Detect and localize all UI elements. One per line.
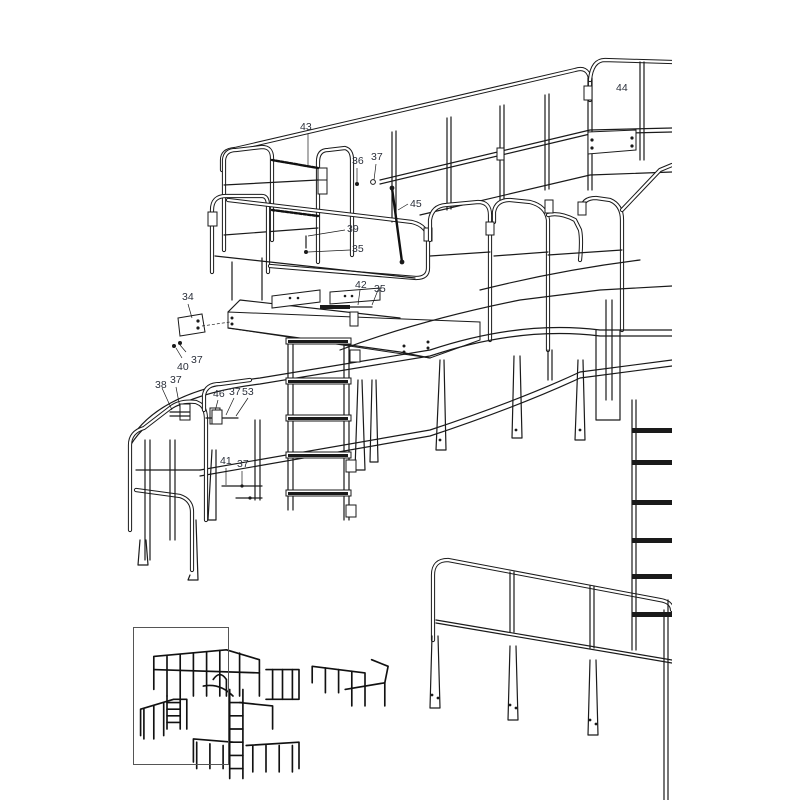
callout-41: 41: [220, 455, 232, 467]
callout-44: 44: [616, 82, 628, 94]
right-lower-guardrail: [429, 557, 672, 736]
callout-34: 34: [182, 291, 194, 303]
right-stair: [595, 299, 672, 800]
front-gate: [207, 185, 433, 281]
callout-37: 37: [170, 374, 182, 386]
callout-40: 40: [177, 361, 189, 373]
right-guardrail: [427, 162, 672, 353]
hardware-callouts: [161, 134, 409, 500]
callout-37: 37: [371, 151, 383, 163]
callout-37: 37: [237, 458, 249, 470]
kick-plate-44: [587, 129, 637, 155]
callout-37: 37: [191, 354, 203, 366]
left-gate-frame: [221, 144, 355, 301]
callout-46: 46: [213, 388, 225, 400]
left-lower-guardrail: [127, 377, 261, 581]
inset-overview-drawing: [139, 648, 389, 780]
callout-53: 53: [242, 386, 254, 398]
callout-38: 38: [155, 379, 167, 391]
callout-42: 42: [355, 279, 367, 291]
callout-45: 45: [410, 198, 422, 210]
callout-36: 36: [352, 155, 364, 167]
access-ladder: [285, 337, 361, 521]
callout-43: 43: [300, 121, 312, 133]
inset-highlight-frame: [133, 627, 229, 765]
callout-37: 37: [229, 386, 241, 398]
callout-35: 35: [352, 243, 364, 255]
callout-39: 39: [347, 223, 359, 235]
callout-35: 35: [374, 283, 386, 295]
support-legs: [354, 349, 586, 471]
platform-base: [129, 259, 672, 477]
